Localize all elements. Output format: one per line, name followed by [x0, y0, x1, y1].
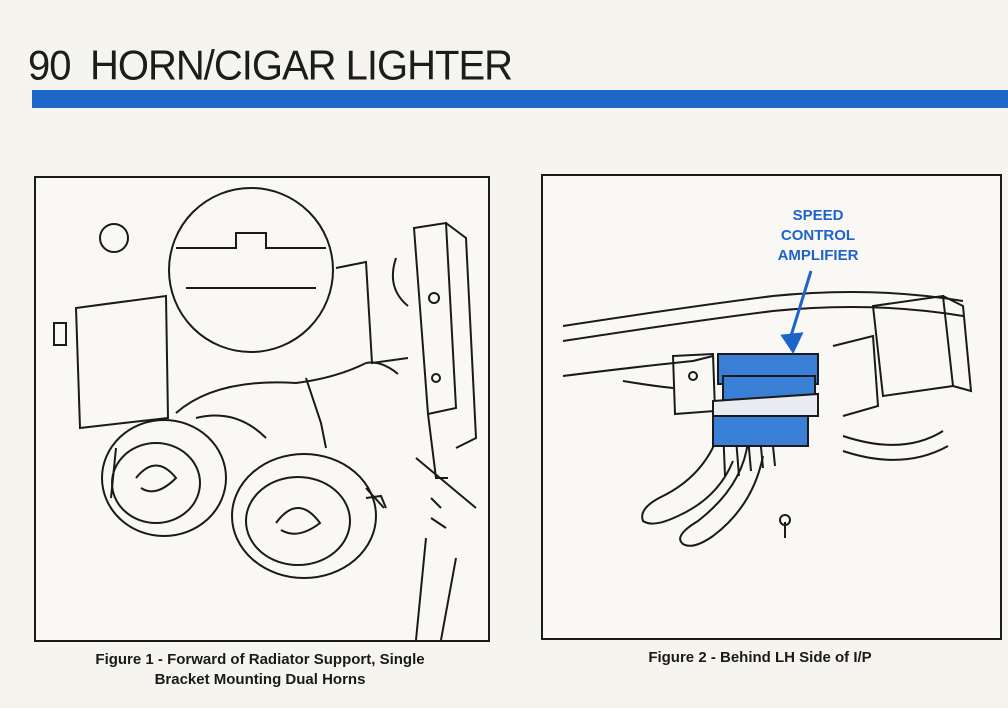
- dual-horns-drawing: [53, 187, 478, 640]
- figure-1-illustration: [34, 176, 490, 642]
- speed-control-amplifier-label: SPEED CONTROL AMPLIFIER: [758, 206, 878, 266]
- figure-1-caption-line-1: Figure 1 - Forward of Radiator Support, …: [95, 651, 425, 668]
- header-accent-bar: [32, 90, 1008, 108]
- page-title: HORN/CIGAR LIGHTER: [90, 42, 513, 90]
- callout-line-1: SPEED: [792, 207, 844, 224]
- figure-1-caption: Figure 1 - Forward of Radiator Support, …: [40, 650, 480, 690]
- bleed-through-text: [720, 150, 726, 173]
- callout-line-2: CONTROL: [780, 227, 856, 244]
- figure-1-caption-line-2: Bracket Mounting Dual Horns: [154, 671, 366, 688]
- figure-2-caption: Figure 2 - Behind LH Side of I/P: [560, 648, 960, 668]
- figure-2-caption-line-1: Figure 2 - Behind LH Side of I/P: [648, 649, 872, 666]
- figure-2-illustration: SPEED CONTROL AMPLIFIER: [541, 174, 1002, 640]
- callout-line-3: AMPLIFIER: [777, 247, 859, 264]
- page-number: 90: [28, 42, 71, 90]
- speed-control-amplifier-drawing: [562, 270, 973, 547]
